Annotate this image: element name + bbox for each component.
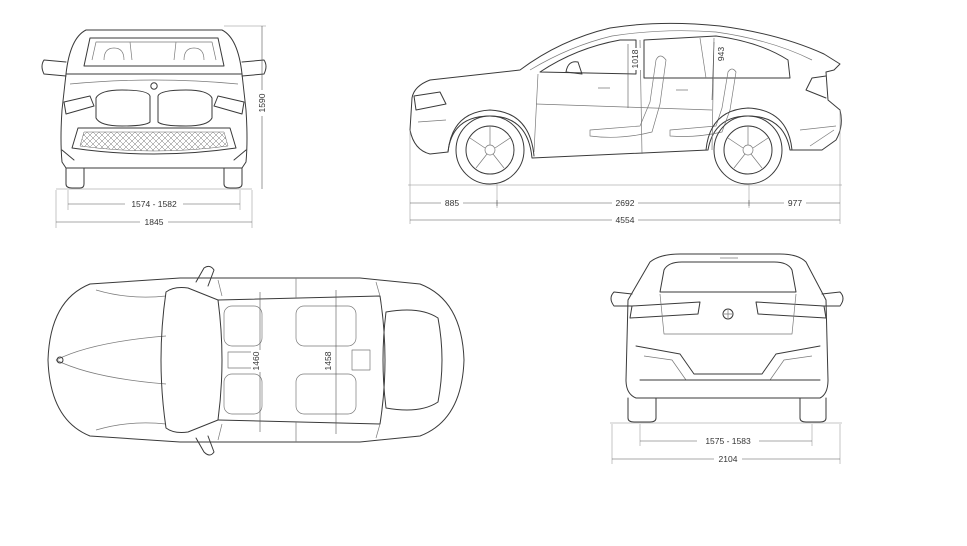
width-mirrors-label: 2104 <box>719 454 738 464</box>
side-view <box>408 22 842 186</box>
front-overhang-label: 885 <box>445 198 459 208</box>
rear-track-label: 1575 - 1583 <box>705 436 751 446</box>
rear-headroom-label: 943 <box>716 47 726 61</box>
rear-overhang-label: 977 <box>788 198 802 208</box>
height-label: 1590 <box>257 93 267 112</box>
rear-view <box>610 253 844 424</box>
width-body-label: 1845 <box>145 217 164 227</box>
front-shoulder-label: 1460 <box>251 351 261 370</box>
rear-dimensions: 1575 - 1583 2104 <box>611 424 841 465</box>
bmw-logo-icon <box>722 308 734 320</box>
front-track-label: 1574 - 1582 <box>131 199 177 209</box>
front-headroom-label: 1018 <box>630 49 640 68</box>
top-dimensions: 1460 1458 <box>251 290 337 434</box>
rear-shoulder-label: 1458 <box>323 351 333 370</box>
front-dimensions: 1574 - 1582 1845 1590 <box>55 25 268 228</box>
front-view <box>41 29 267 190</box>
length-label: 4554 <box>616 215 635 225</box>
wheelbase-label: 2692 <box>616 198 635 208</box>
side-dimensions: 885 2692 977 4554 1018 943 <box>409 41 841 226</box>
bmw-logo-icon <box>56 356 64 364</box>
top-view <box>47 265 465 456</box>
bmw-logo-icon <box>150 82 158 90</box>
